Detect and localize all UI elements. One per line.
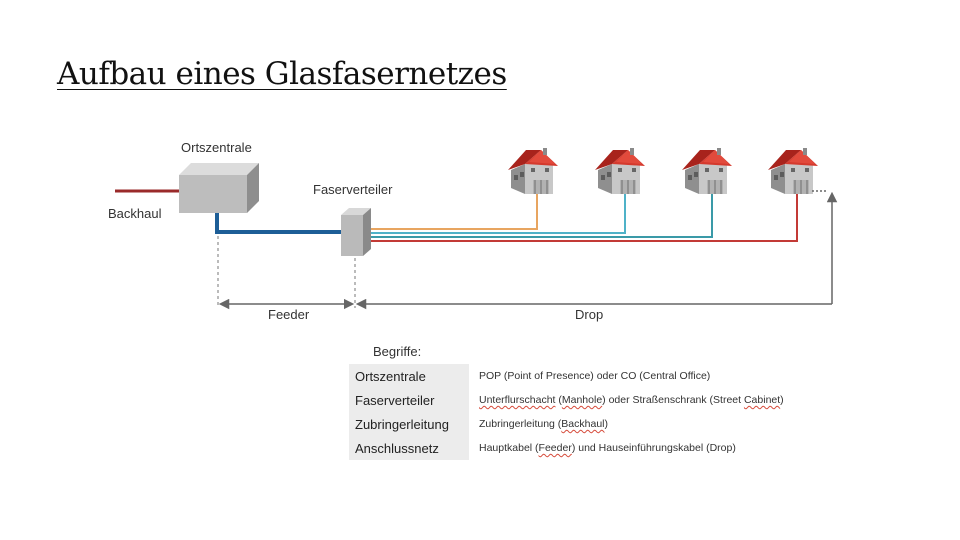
house-icon-1 (507, 147, 559, 195)
label-faserverteiler: Faserverteiler (313, 182, 393, 197)
term-name: Faserverteiler (349, 388, 469, 412)
house-icon-3 (681, 147, 733, 195)
term-definition: Hauptkabel (Feeder) und Hauseinführungsk… (479, 442, 736, 454)
spellcheck-word: Backhaul (561, 418, 605, 430)
label-drop: Drop (575, 307, 603, 322)
spellcheck-word: Manhole (561, 394, 603, 406)
terms-row: Faserverteiler Unterflurschacht (Manhole)… (349, 388, 823, 412)
label-feeder: Feeder (268, 307, 310, 322)
term-definition: POP (Point of Presence) oder CO (Central… (479, 370, 711, 382)
label-backhaul: Backhaul (108, 206, 162, 221)
feeder-line (215, 212, 344, 234)
slide-title: Aufbau eines Glasfasernetzes (57, 56, 507, 92)
spellcheck-word: Unterflurschacht (479, 394, 556, 406)
drop-line-4 (370, 188, 798, 242)
term-definition: Unterflurschacht (Manhole) oder Straßens… (479, 394, 784, 406)
label-ortszentrale: Ortszentrale (181, 140, 252, 155)
terms-row: Zubringerleitung Zubringerleitung (Backha… (349, 412, 823, 436)
term-definition: Zubringerleitung (Backhaul) (479, 418, 608, 430)
terms-table: Ortszentrale POP (Point of Presence) oder… (349, 364, 823, 460)
spellcheck-word: Cabinet (743, 394, 781, 406)
term-name: Ortszentrale (349, 364, 469, 388)
house-icon-4 (767, 147, 819, 195)
term-name: Anschlussnetz (349, 436, 469, 460)
ortszentrale-box (179, 163, 259, 213)
house-icon-2 (594, 147, 646, 195)
terms-row: Anschlussnetz Hauptkabel (Feeder) und Hau… (349, 436, 823, 460)
faserverteiler-cabinet (341, 208, 371, 256)
terms-row: Ortszentrale POP (Point of Presence) oder… (349, 364, 823, 388)
drop-line-3 (370, 188, 713, 238)
term-name: Zubringerleitung (349, 412, 469, 436)
drop-line-2 (370, 188, 626, 234)
terms-heading: Begriffe: (373, 344, 422, 359)
drop-line-1 (370, 188, 538, 230)
spellcheck-word: Feeder (538, 442, 572, 454)
